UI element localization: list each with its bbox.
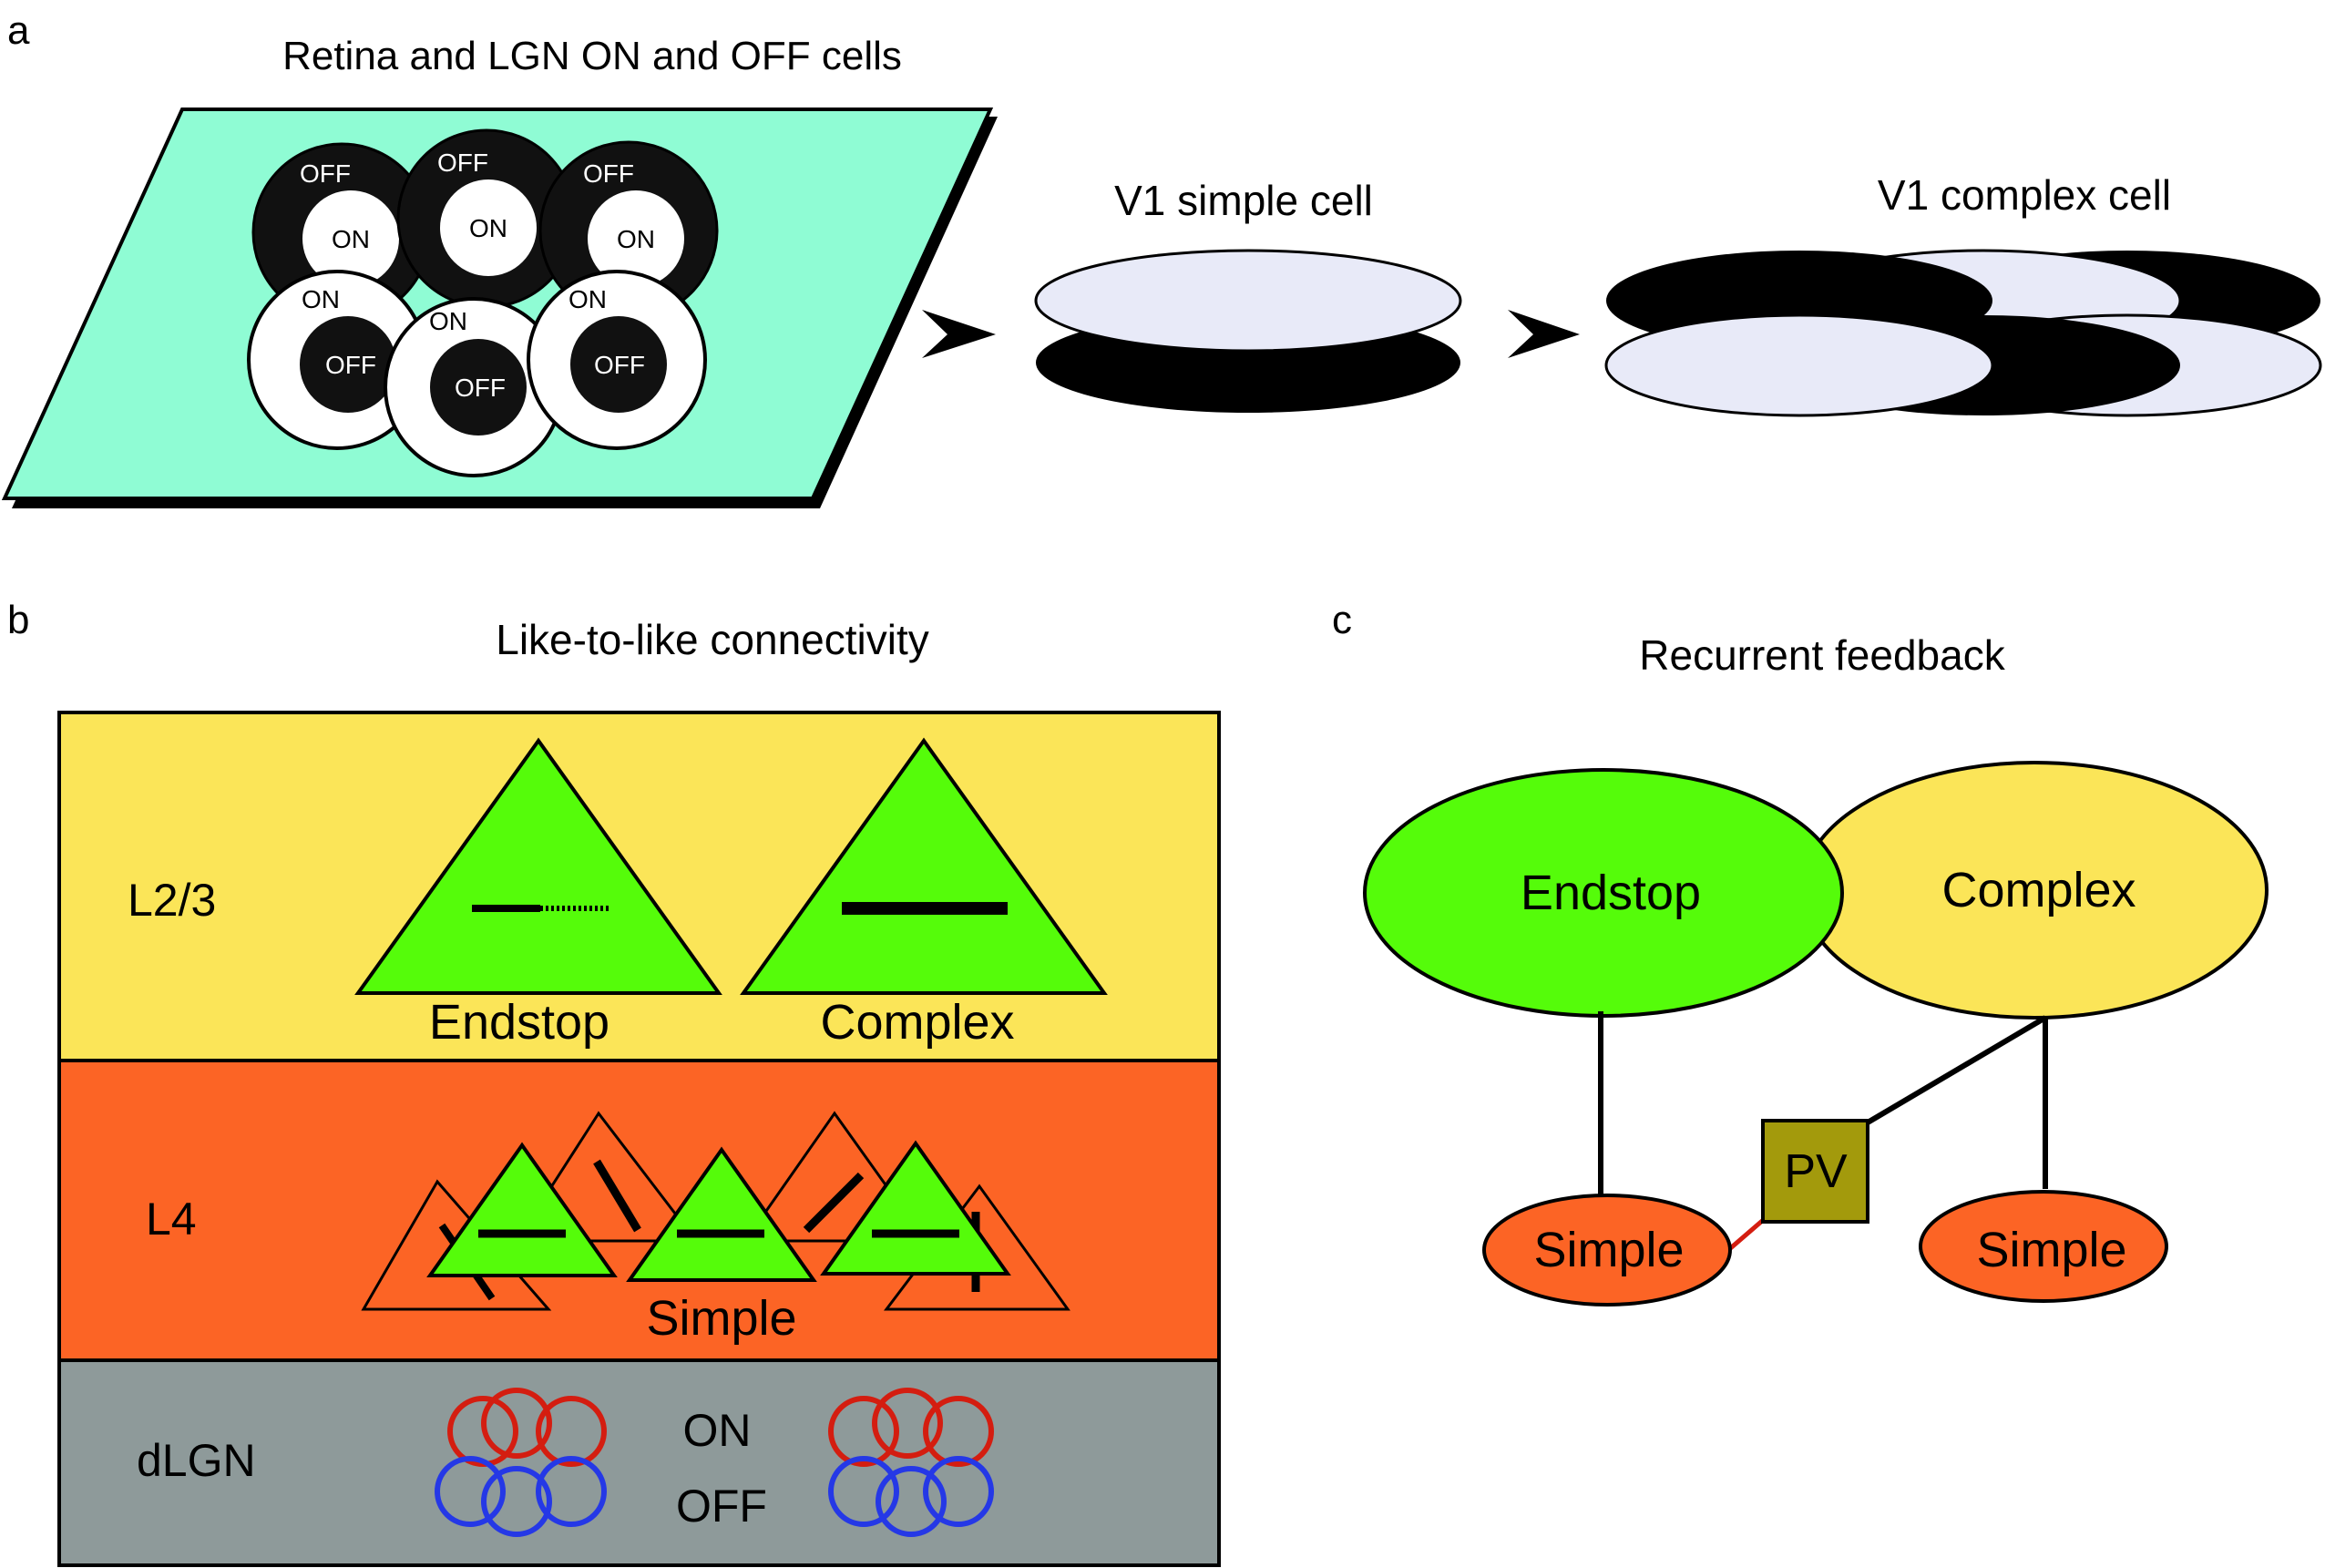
endstop-label: Endstop [429,995,609,1050]
cell-label-off: OFF [325,351,376,379]
cell-label-on: ON [617,225,655,253]
dlgn-off-cell [435,1456,506,1527]
panel-c-title: Recurrent feedback [1639,631,2005,679]
layer-l4-band [57,1059,1221,1362]
pv-to-simple-inhibition [1726,1214,1769,1253]
l4-background-bar [803,1172,865,1234]
simple-on-subfield [1034,249,1462,353]
on-surround-cell-3: ON OFF [527,270,707,450]
panel-a-title: Retina and LGN ON and OFF cells [282,34,902,78]
simple-neuron [820,1140,1011,1276]
simple-node-label-left: Simple [1533,1223,1684,1277]
complex-to-pv-connection [1866,1015,2047,1125]
arrowhead-right-icon [922,310,996,358]
cell-label-off: OFF [583,159,634,188]
cell-label-on: ON [429,307,467,335]
panel-b-letter: b [7,598,29,642]
cell-label-off: OFF [594,351,645,379]
complex-neuron [740,737,1108,995]
on-surround-cell-2: ON OFF [384,297,564,477]
panel-c: c Recurrent feedback Endstop Complex PV … [1332,598,2269,1307]
simple-cell-node-right [1919,1190,2168,1303]
layer-label-dlgn: dLGN [137,1435,256,1486]
v1-simple-label: V1 simple cell [1114,177,1373,224]
l4-background-neuron [743,1111,928,1243]
panel-c-letter: c [1332,598,1352,642]
endstop-neuron [354,737,722,995]
arrowhead-right-icon [1508,310,1580,358]
dlgn-off-cell [876,1466,947,1537]
panel-a: a Retina and LGN ON and OFF cells OFF ON… [1,8,2322,508]
endstop-node-label: Endstop [1521,866,1701,920]
dlgn-off-cell [923,1456,994,1527]
dlgn-off-cell [828,1456,899,1527]
dlgn-on-cell [536,1396,607,1467]
simple-node-label-right: Simple [1976,1223,2126,1277]
dlgn-off-cell [481,1466,552,1537]
dlgn-cluster-left [435,1388,607,1537]
dlgn-on-label: ON [683,1405,752,1456]
cell-label-on: ON [568,285,607,313]
pv-node-label: PV [1784,1145,1848,1198]
dlgn-on-cell [923,1396,994,1467]
dlgn-on-cell [872,1388,943,1459]
layer-dlgn-band [57,1358,1221,1567]
panel-b-title: Like-to-like connectivity [496,616,929,663]
off-surround-cell-2: OFF ON [396,128,577,309]
v1-complex-label: V1 complex cell [1878,171,2171,219]
l4-background-neuron [514,1111,700,1243]
pv-interneuron-node [1761,1119,1869,1224]
layer-label-l4: L4 [146,1194,197,1245]
simple-neuron [426,1142,618,1277]
complex-label: Complex [820,995,1014,1050]
cell-label-on: ON [302,285,340,313]
dlgn-on-cell [828,1396,899,1467]
cell-label-on: ON [469,214,507,242]
panel-b: b Like-to-like connectivity L2/3 L4 dLGN… [7,598,1221,1567]
simple-label: Simple [646,1291,796,1346]
cell-label-off: OFF [437,149,488,177]
cell-label-off: OFF [300,159,351,188]
dlgn-on-cell [481,1388,552,1459]
simple-cell-node-left [1482,1194,1732,1307]
layer-label-l23: L2/3 [128,875,216,926]
l4-background-bar [593,1159,641,1233]
complex-node-label: Complex [1941,863,2136,917]
dlgn-off-label: OFF [676,1481,767,1532]
cell-label-off: OFF [455,374,506,402]
simple-neuron [626,1146,817,1282]
dlgn-off-cell [536,1456,607,1527]
off-surround-cell-1: OFF ON [251,142,432,323]
cell-label-on: ON [332,225,370,253]
complex-on-subfield-front [1604,313,1994,417]
dlgn-cluster-right [828,1388,994,1537]
on-surround-cell-1: ON OFF [247,270,427,450]
off-surround-cell-3: OFF ON [538,140,719,321]
panel-a-letter: a [7,8,30,53]
